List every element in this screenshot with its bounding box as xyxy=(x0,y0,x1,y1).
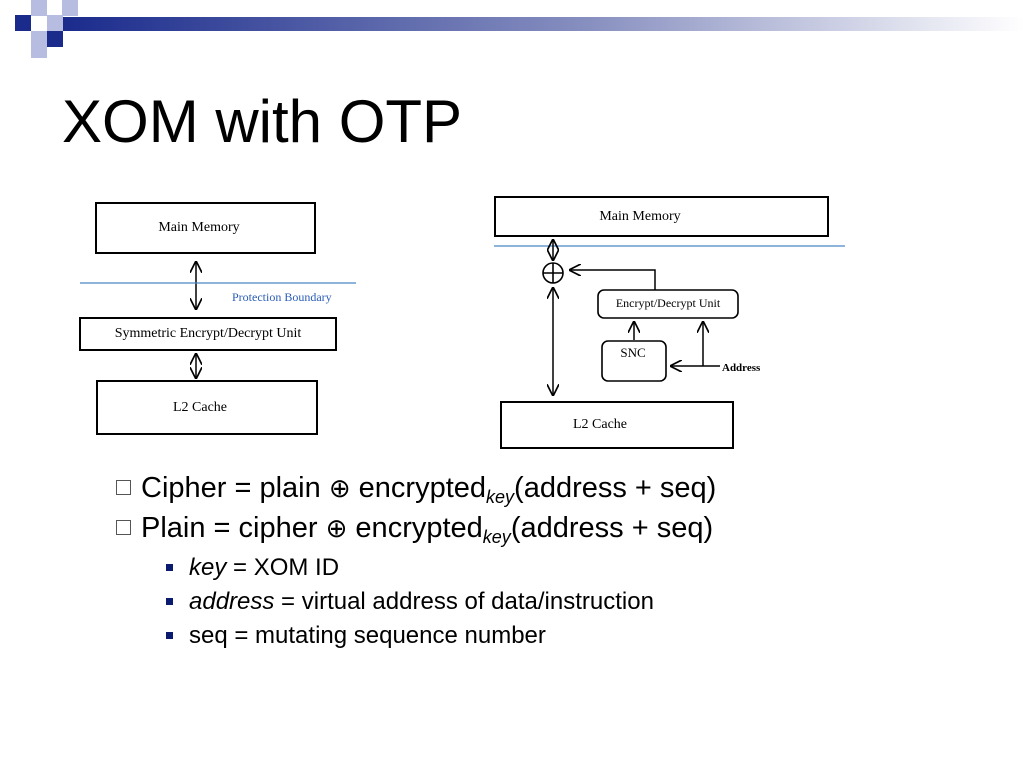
header-gradient-band xyxy=(62,17,1024,31)
bullet-cipher: Cipher = plain ⊕ encryptedkey(address + … xyxy=(116,472,716,506)
filled-square-bullet-icon xyxy=(166,598,173,605)
unit-to-xor-arrow xyxy=(570,270,656,290)
header-square xyxy=(15,15,31,31)
address-label: Address xyxy=(722,362,761,374)
main-memory-label: Main Memory xyxy=(599,209,680,224)
left-diagram: Main Memory Protection Boundary Symmetri… xyxy=(79,202,356,435)
filled-square-bullet-icon xyxy=(166,564,173,571)
header-square xyxy=(31,31,47,47)
protection-boundary-label: Protection Boundary xyxy=(232,290,332,304)
symmetric-unit-label: Symmetric Encrypt/Decrypt Unit xyxy=(115,326,302,341)
l2-cache-label: L2 Cache xyxy=(173,400,227,415)
main-memory-box xyxy=(95,202,316,254)
filled-square-bullet-icon xyxy=(166,632,173,639)
l2-cache-box xyxy=(500,401,734,449)
sub-bullet-key: key = XOM ID xyxy=(166,554,339,582)
snc-label: SNC xyxy=(620,345,645,360)
symmetric-unit-box xyxy=(79,317,337,351)
bullet-plain: Plain = cipher ⊕ encryptedkey(address + … xyxy=(116,512,713,546)
header-square xyxy=(31,0,47,16)
hollow-square-bullet-icon xyxy=(116,520,131,535)
snc-box xyxy=(601,340,667,382)
slide-title: XOM with OTP xyxy=(62,88,463,155)
sub-bullet-address: address = virtual address of data/instru… xyxy=(166,588,654,616)
encrypt-decrypt-unit-box xyxy=(597,289,739,319)
main-memory-label: Main Memory xyxy=(158,220,239,235)
hollow-square-bullet-icon xyxy=(116,480,131,495)
header-square xyxy=(62,0,78,16)
sub-bullet-seq: seq = mutating sequence number xyxy=(166,622,546,650)
encrypt-decrypt-unit-label: Encrypt/Decrypt Unit xyxy=(616,296,721,310)
right-diagram: Main Memory Encrypt/Decrypt Unit SNC Add… xyxy=(494,196,845,449)
l2-cache-label: L2 Cache xyxy=(573,417,627,432)
l2-cache-box xyxy=(96,380,318,435)
main-memory-box xyxy=(494,196,829,237)
header-square xyxy=(31,47,47,58)
header-square xyxy=(47,31,63,47)
header-decoration xyxy=(15,0,1024,58)
header-square xyxy=(47,15,63,31)
